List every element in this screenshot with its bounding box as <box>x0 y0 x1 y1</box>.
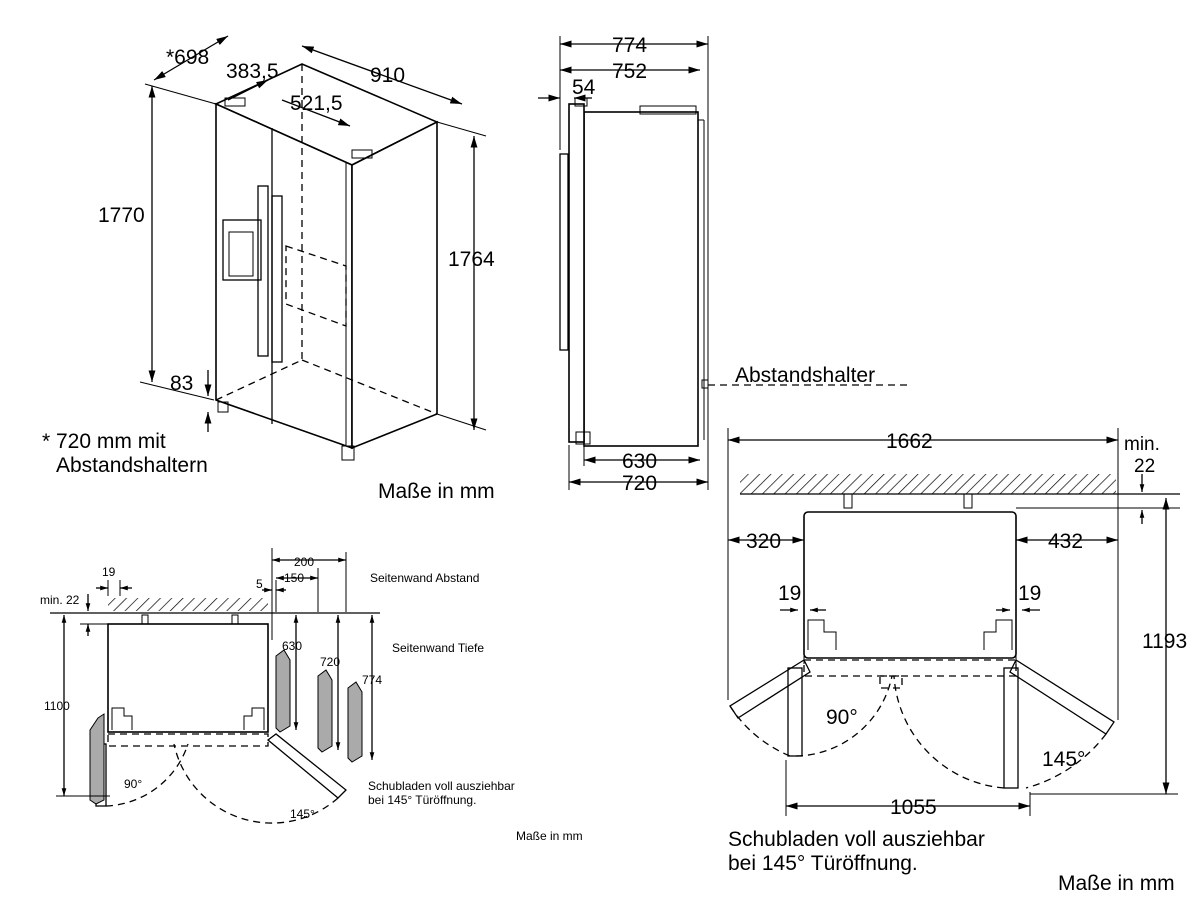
right-door-swing <box>173 743 339 824</box>
dim-feet: 83 <box>170 372 193 395</box>
hidden-edge <box>215 64 303 401</box>
dim-720-small: 720 <box>320 655 340 669</box>
dim-width: 910 <box>370 64 405 87</box>
dim-630: 630 <box>622 450 657 473</box>
spacer <box>701 379 709 389</box>
large-units: Maße in mm <box>1058 872 1175 895</box>
side-wall-630 <box>275 649 291 733</box>
dim-1193: 1193 <box>1142 630 1187 653</box>
dim-22-large: 22 <box>1134 456 1155 477</box>
small-note-line2: bei 145° Türöffnung. <box>368 793 476 807</box>
small-plan-view: 19 min. 22 1100 5 150 200 630 720 774 90… <box>40 548 583 843</box>
right-door-open <box>266 733 347 799</box>
dim-depth: *698 <box>166 46 209 69</box>
dim-19: 19 <box>102 565 116 579</box>
side-wall-720 <box>317 669 333 753</box>
dim-320: 320 <box>746 530 781 553</box>
right-door-swing-large <box>1025 733 1107 789</box>
large-note-line2: bei 145° Türöffnung. <box>728 852 918 875</box>
dim-height-body: 1764 <box>448 248 495 271</box>
iso-note-line2: Abstandshaltern <box>56 454 208 477</box>
spacer-label: Abstandshalter <box>735 364 875 387</box>
right-door-145 <box>1009 659 1115 735</box>
iso-note-line1: * 720 mm mit <box>42 430 166 453</box>
dim-774-small: 774 <box>362 673 382 687</box>
left-door-swing <box>105 743 189 807</box>
label-side-gap: Seitenwand Abstand <box>370 571 479 585</box>
isometric-view: *698 383,5 521,5 910 1770 1764 83 * 720 … <box>42 35 495 503</box>
right-door-swing-90 <box>893 675 1005 789</box>
left-door-swing-90 <box>795 675 893 757</box>
water-dispenser <box>222 219 262 281</box>
large-note-line1: Schubladen voll ausziehbar <box>728 828 985 851</box>
dim-19-right: 19 <box>1018 582 1041 605</box>
label-side-depth: Seitenwand Tiefe <box>392 641 484 655</box>
dim-height-total: 1770 <box>98 204 145 227</box>
dim-200: 200 <box>294 555 314 569</box>
dim-left-door: 383,5 <box>226 60 279 83</box>
left-door-handle <box>257 185 269 357</box>
side-view: 774 752 54 630 720 Abstandshalter <box>538 34 912 495</box>
dim-1100: 1100 <box>44 699 70 713</box>
side-handle <box>559 153 569 351</box>
dim-150: 150 <box>284 571 304 585</box>
fridge-plan-body <box>107 623 269 733</box>
fridge-plan-body-large <box>803 511 1017 659</box>
hidden-panel <box>285 245 347 327</box>
angle-145-small: 145° <box>290 807 315 821</box>
left-door-swing-large <box>729 705 791 757</box>
iso-units: Maße in mm <box>378 480 495 503</box>
dim-1662: 1662 <box>886 430 933 453</box>
dim-630-small: 630 <box>282 639 302 653</box>
right-door-handle <box>271 195 283 363</box>
dim-54: 54 <box>572 76 596 99</box>
dim-432: 432 <box>1048 530 1083 553</box>
door-profile <box>568 103 585 443</box>
drawer-outline <box>803 659 1017 677</box>
dim-752: 752 <box>612 60 647 83</box>
angle-145-large: 145° <box>1042 748 1085 771</box>
dim-min-label: min. <box>1124 434 1160 455</box>
large-plan-view: 1662 min. 22 320 432 19 19 1193 1055 90°… <box>727 428 1187 895</box>
side-wall-left <box>89 713 105 805</box>
small-note-line1: Schubladen voll ausziehbar <box>368 779 515 793</box>
fridge-side-body <box>583 111 699 447</box>
dim-19-left: 19 <box>778 582 801 605</box>
right-door-90 <box>1003 667 1019 789</box>
dim-774: 774 <box>612 34 647 57</box>
dim-5: 5 <box>256 577 263 591</box>
left-door-145 <box>729 659 811 719</box>
dim-720: 720 <box>622 472 657 495</box>
side-wall-774 <box>347 681 363 763</box>
small-units: Maße in mm <box>516 829 583 843</box>
angle-90-small: 90° <box>124 777 142 791</box>
dim-min22: min. 22 <box>40 593 80 607</box>
wall-hatch-large <box>740 474 1116 494</box>
dim-1055: 1055 <box>890 796 937 819</box>
fridge-side-face <box>351 120 438 450</box>
wall-hatch <box>108 598 268 611</box>
left-door-90 <box>787 667 803 757</box>
angle-90-large: 90° <box>826 706 858 729</box>
dim-right-door: 521,5 <box>290 92 343 115</box>
